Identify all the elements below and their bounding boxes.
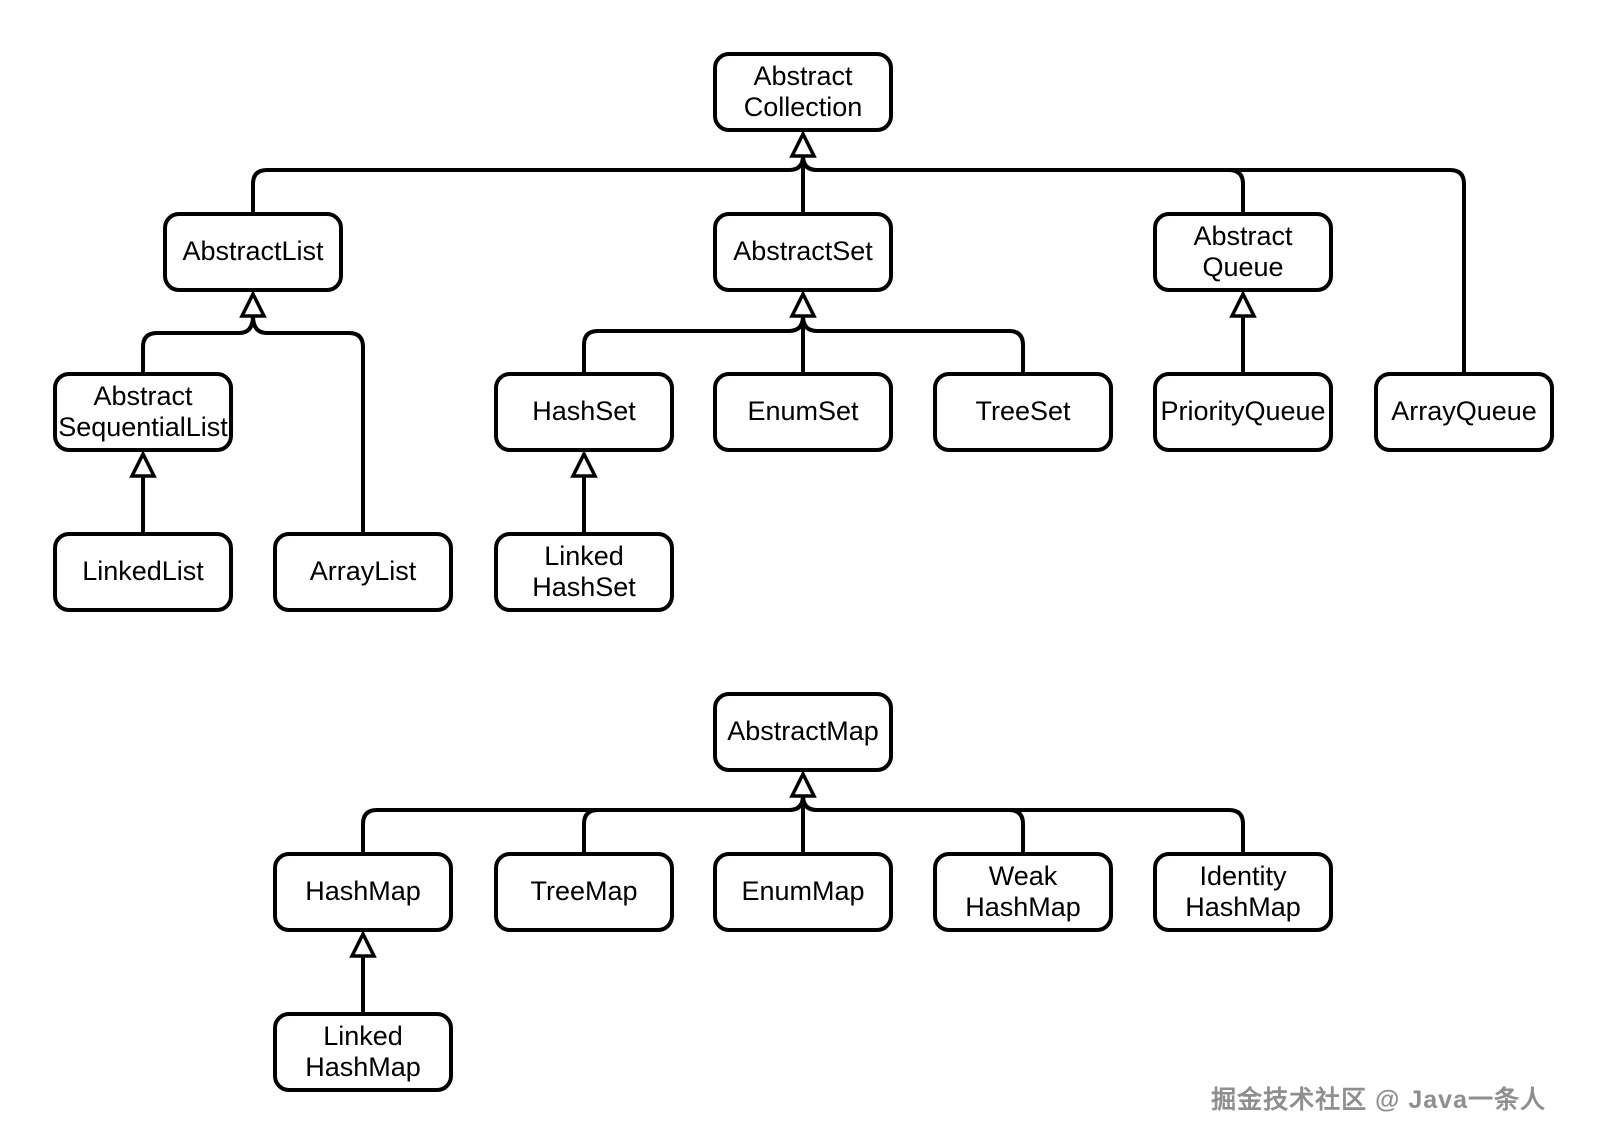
node-abstract-queue: Abstract Queue <box>1153 212 1333 292</box>
inheritance-arrow-abstract-set <box>789 290 817 318</box>
inheritance-arrow-abstract-queue <box>1229 290 1257 318</box>
inheritance-arrow-abstract-collection <box>789 130 817 158</box>
node-hash-map: HashMap <box>273 852 453 932</box>
edge-abstract-sequential-list-to-abstract-list <box>141 314 255 374</box>
node-array-queue: ArrayQueue <box>1374 372 1554 452</box>
node-abstract-sequential-list: Abstract SequentialList <box>53 372 233 452</box>
node-enum-set: EnumSet <box>713 372 893 452</box>
edge-array-queue-to-abstract-collection <box>801 154 1466 374</box>
inheritance-arrow-abstract-list <box>239 290 267 318</box>
inheritance-arrow-hash-map <box>349 930 377 958</box>
edge-abstract-queue-to-abstract-collection <box>801 154 1245 214</box>
node-enum-map: EnumMap <box>713 852 893 932</box>
node-linked-hash-set: Linked HashSet <box>494 532 674 612</box>
node-linked-hash-map: Linked HashMap <box>273 1012 453 1092</box>
node-weak-hash-map: Weak HashMap <box>933 852 1113 932</box>
node-abstract-map: AbstractMap <box>713 692 893 772</box>
node-identity-hash-map: Identity HashMap <box>1153 852 1333 932</box>
node-abstract-set: AbstractSet <box>713 212 893 292</box>
node-tree-map: TreeMap <box>494 852 674 932</box>
node-hash-set: HashSet <box>494 372 674 452</box>
watermark: 掘金技术社区 @ Java一条人 <box>1211 1086 1546 1114</box>
node-abstract-list: AbstractList <box>163 212 343 292</box>
edge-abstract-list-to-abstract-collection <box>251 154 805 214</box>
edge-tree-set-to-abstract-set <box>801 314 1025 374</box>
node-abstract-collection: Abstract Collection <box>713 52 893 132</box>
edge-identity-hash-map-to-abstract-map <box>801 794 1245 854</box>
node-priority-queue: PriorityQueue <box>1153 372 1333 452</box>
inheritance-arrow-hash-set <box>570 450 598 478</box>
inheritance-arrow-abstract-sequential-list <box>129 450 157 478</box>
edge-tree-map-to-abstract-map <box>582 794 805 854</box>
inheritance-arrow-abstract-map <box>789 770 817 798</box>
edge-weak-hash-map-to-abstract-map <box>801 794 1025 854</box>
edge-hash-set-to-abstract-set <box>582 314 805 374</box>
node-tree-set: TreeSet <box>933 372 1113 452</box>
node-array-list: ArrayList <box>273 532 453 612</box>
node-linked-list: LinkedList <box>53 532 233 612</box>
edge-array-list-to-abstract-list <box>251 314 365 534</box>
